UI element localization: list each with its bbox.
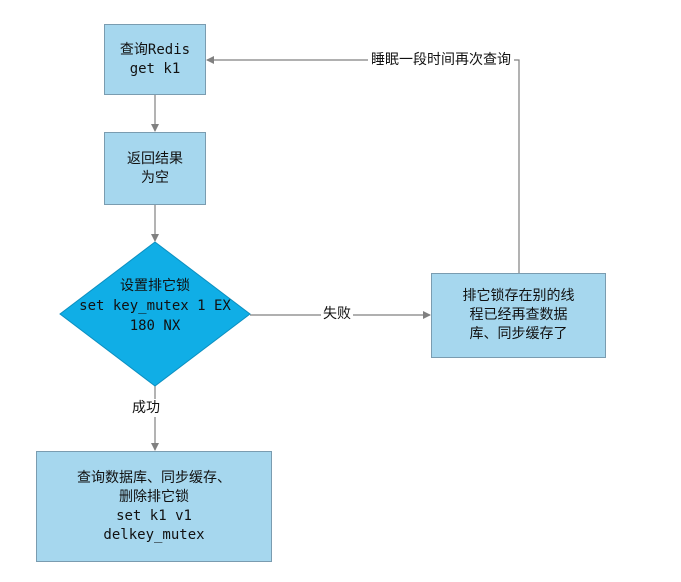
query-redis-box: 查询Redis get k1 [104,24,206,95]
fail-label: 失败 [321,305,353,323]
result-empty-box: 返回结果 为空 [104,132,206,205]
sleep-retry-label: 睡眠一段时间再次查询 [368,51,514,69]
query-db-box: 查询数据库、同步缓存、 删除排它锁 set k1 v1 delkey_mutex [36,451,272,562]
success-label: 成功 [130,399,162,417]
decision-diamond [59,241,251,387]
set-lock-text: 设置排它锁 set key_mutex 1 EX 180 NX [79,278,231,334]
other-thread-box: 排它锁存在别的线 程已经再查数据 库、同步缓存了 [431,273,606,358]
arrow-other-to-query [206,56,520,273]
